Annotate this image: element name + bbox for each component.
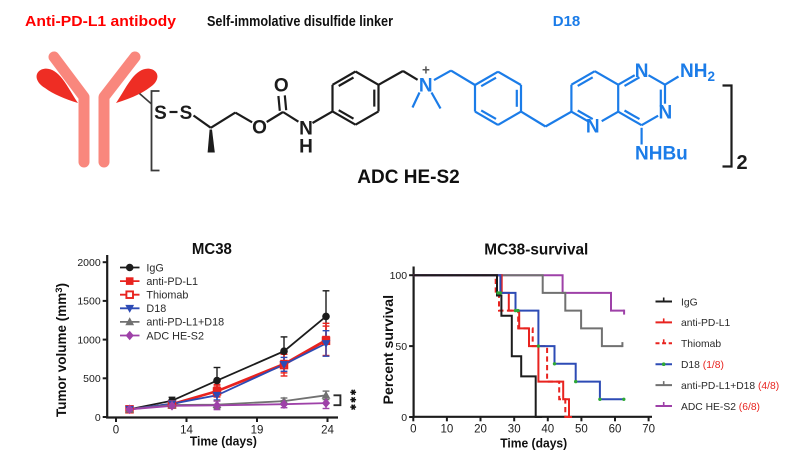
- svg-text:Time (days): Time (days): [500, 436, 567, 451]
- svg-text:O: O: [274, 76, 289, 97]
- svg-text:ADC HE-S2: ADC HE-S2: [146, 330, 204, 342]
- svg-text:10: 10: [441, 424, 454, 436]
- svg-text:1500: 1500: [77, 296, 101, 308]
- svg-text:50: 50: [575, 424, 588, 436]
- svg-text:Self-immolative disulfide link: Self-immolative disulfide linker: [207, 13, 393, 30]
- svg-text:0: 0: [401, 412, 407, 424]
- svg-text:S: S: [154, 103, 167, 124]
- svg-text:70: 70: [642, 424, 655, 436]
- svg-text:N: N: [586, 117, 600, 138]
- svg-text:O: O: [252, 118, 267, 139]
- svg-text:anti-PD-L1: anti-PD-L1: [681, 318, 730, 329]
- svg-text:0: 0: [113, 425, 119, 437]
- svg-text:Time (days): Time (days): [190, 434, 257, 449]
- svg-text:2000: 2000: [77, 257, 101, 269]
- svg-text:H: H: [299, 137, 313, 158]
- svg-text:D18: D18: [553, 13, 581, 30]
- svg-text:Thiomab: Thiomab: [146, 290, 188, 302]
- svg-text:anti-PD-L1: anti-PD-L1: [146, 276, 198, 288]
- svg-text:MC38: MC38: [192, 241, 232, 258]
- svg-text:N: N: [659, 103, 673, 124]
- svg-text:anti-PD-L1+D18: anti-PD-L1+D18: [146, 317, 224, 329]
- svg-text:19: 19: [251, 425, 264, 437]
- svg-text:500: 500: [83, 373, 101, 385]
- svg-text:30: 30: [508, 424, 521, 436]
- svg-text:NH2: NH2: [680, 61, 715, 84]
- svg-text:NHBu: NHBu: [635, 144, 688, 165]
- svg-text:+: +: [422, 63, 430, 78]
- svg-text:N: N: [299, 119, 313, 140]
- svg-text:Anti-PD-L1 antibody: Anti-PD-L1 antibody: [25, 13, 177, 30]
- svg-text:Percent survival: Percent survival: [381, 295, 397, 405]
- svg-text:D18 (1/8): D18 (1/8): [681, 360, 724, 371]
- svg-text:14: 14: [180, 425, 193, 437]
- svg-text:ADC HE-S2 (6/8): ADC HE-S2 (6/8): [681, 402, 760, 413]
- svg-text:100: 100: [390, 270, 408, 282]
- svg-text:0: 0: [95, 412, 101, 424]
- svg-text:IgG: IgG: [146, 262, 163, 274]
- svg-text:MC38-survival: MC38-survival: [484, 242, 588, 259]
- svg-text:N: N: [635, 61, 649, 82]
- svg-text:60: 60: [609, 424, 622, 436]
- svg-text:D18: D18: [146, 303, 166, 315]
- svg-text:1000: 1000: [77, 334, 101, 346]
- svg-text:N: N: [419, 76, 433, 97]
- svg-text:Thiomab: Thiomab: [681, 339, 721, 350]
- svg-text:40: 40: [541, 424, 554, 436]
- svg-text:IgG: IgG: [681, 297, 698, 308]
- svg-text:Tumor volume (mm3): Tumor volume (mm3): [54, 283, 69, 417]
- svg-text:anti-PD-L1+D18 (4/8): anti-PD-L1+D18 (4/8): [681, 381, 779, 392]
- svg-text:0: 0: [410, 424, 416, 436]
- svg-text:50: 50: [395, 341, 407, 353]
- svg-text:ADC HE-S2: ADC HE-S2: [357, 167, 459, 188]
- svg-text:20: 20: [474, 424, 487, 436]
- svg-text:2: 2: [736, 152, 747, 174]
- svg-text:S: S: [180, 103, 193, 124]
- svg-text:24: 24: [321, 425, 334, 437]
